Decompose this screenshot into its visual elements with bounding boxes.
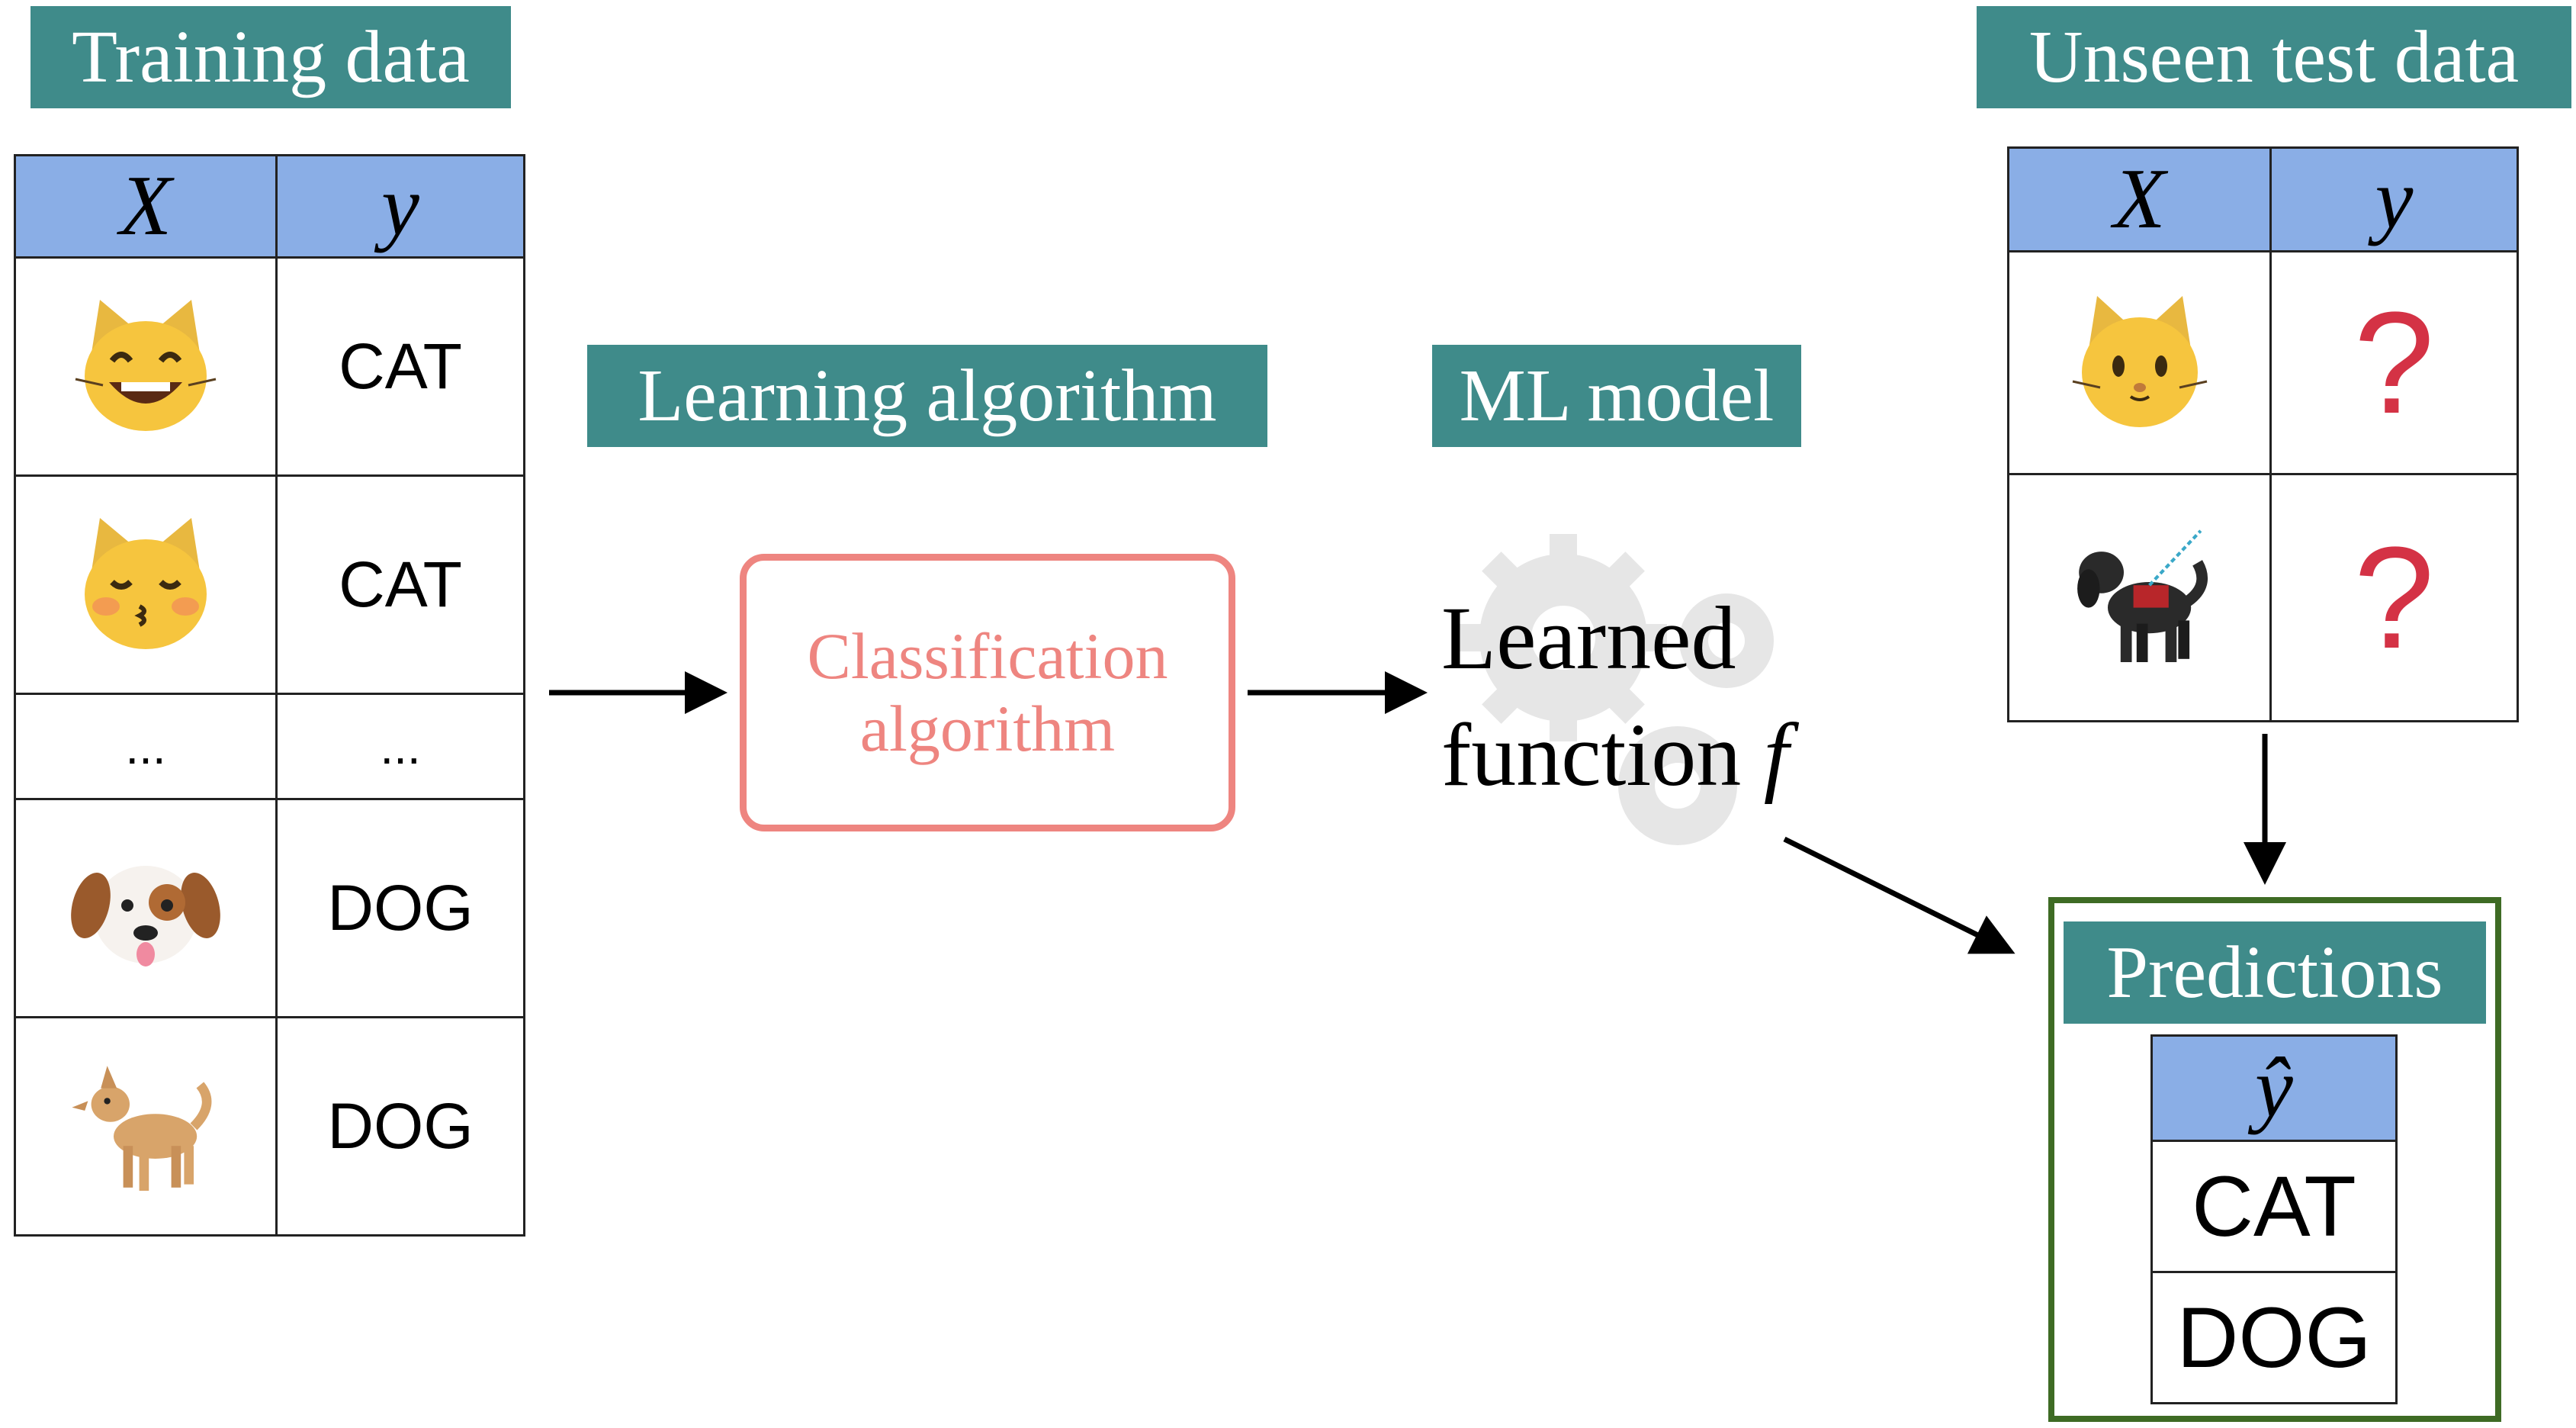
function-word: function (1441, 705, 1742, 806)
ellipsis-y: ... (275, 693, 525, 800)
training-data-table: X y CAT (14, 154, 525, 1237)
test-header-x: X (2007, 146, 2272, 252)
training-label-2: CAT (275, 474, 525, 695)
learned-function-text: Learned function f (1441, 580, 1789, 814)
function-symbol: f (1763, 705, 1789, 806)
unseen-test-table: X y ? (2007, 146, 2519, 722)
prediction-2: DOG (2150, 1271, 2398, 1404)
service-dog-icon (2007, 473, 2272, 722)
predictions-header: ŷ (2150, 1034, 2398, 1142)
classification-algorithm-box: Classification algorithm (740, 554, 1235, 831)
gear-icon (1460, 534, 1774, 845)
grinning-cat-icon (14, 256, 278, 477)
training-label-4: DOG (275, 1016, 525, 1237)
table-row: CAT (14, 474, 525, 695)
algorithm-line-2: algorithm (859, 692, 1116, 765)
learned-line-1: Learned (1441, 588, 1736, 688)
learned-line-2: function f (1441, 696, 1789, 813)
training-header-x: X (14, 154, 278, 259)
cat-face-icon (2007, 250, 2272, 475)
predictions-banner: Predictions (2064, 921, 2486, 1024)
table-row: DOG (14, 798, 525, 1018)
training-header-y: y (275, 154, 525, 259)
dog-icon (14, 1016, 278, 1237)
dog-face-icon (14, 798, 278, 1018)
unknown-label-1: ? (2269, 250, 2519, 475)
training-label-1: CAT (275, 256, 525, 477)
predictions-table: ŷ CAT DOG (2150, 1034, 2398, 1404)
arrow-model-to-predictions (1783, 836, 2016, 954)
training-data-banner: Training data (31, 6, 511, 108)
predictions-frame (2048, 897, 2501, 1422)
training-label-3: DOG (275, 798, 525, 1018)
table-row: ? (2007, 250, 2519, 475)
kissing-cat-icon (14, 474, 278, 695)
test-header-y: y (2269, 146, 2519, 252)
prediction-1: CAT (2150, 1140, 2398, 1273)
ml-model-banner: ML model (1432, 345, 1801, 447)
unknown-label-2: ? (2269, 473, 2519, 722)
table-row: CAT (14, 256, 525, 477)
algorithm-line-1: Classification (807, 619, 1168, 693)
learning-algorithm-banner: Learning algorithm (587, 345, 1267, 447)
table-row: CAT (2150, 1140, 2398, 1273)
ellipsis-x: ... (14, 693, 278, 800)
unseen-test-data-banner: Unseen test data (1977, 6, 2571, 108)
table-row: ... ... (14, 693, 525, 800)
table-row: ? (2007, 473, 2519, 722)
table-row: DOG (2150, 1271, 2398, 1404)
table-row: DOG (14, 1016, 525, 1237)
